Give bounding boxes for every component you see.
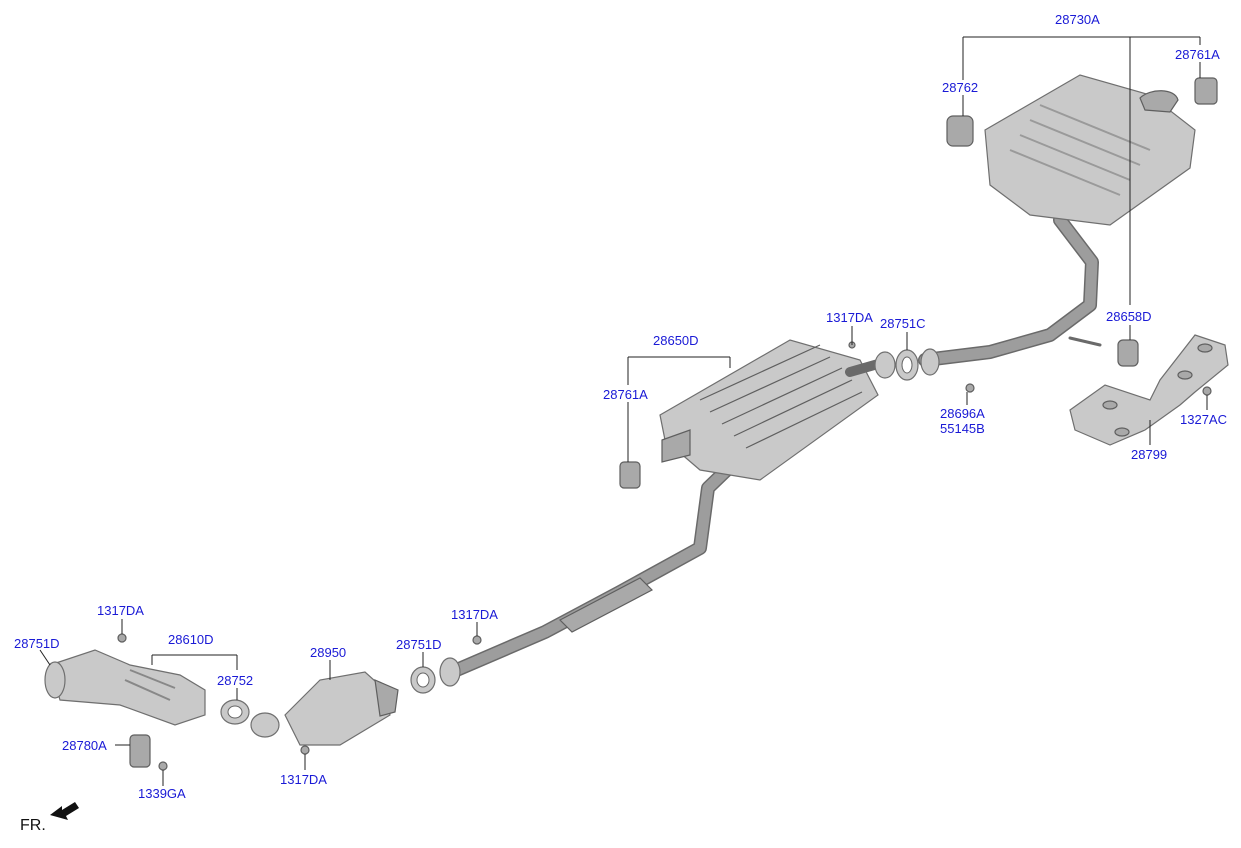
label-28650D[interactable]: 28650D [653,333,699,348]
part-labels: 28730A 28761A 28762 28658D 1317DA 28751C… [14,12,1227,801]
front-arrow-icon [50,802,79,820]
label-28658D[interactable]: 28658D [1106,309,1152,324]
label-28780A[interactable]: 28780A [62,738,107,753]
front-direction-indicator: FR. [20,802,79,834]
label-28751C[interactable]: 28751C [880,316,926,331]
label-28696A[interactable]: 28696A [940,406,985,421]
label-28761A-top[interactable]: 28761A [1175,47,1220,62]
label-55145B[interactable]: 55145B [940,421,985,436]
catalytic-converter [250,671,399,746]
label-28950[interactable]: 28950 [310,645,346,660]
label-28762[interactable]: 28762 [942,80,978,95]
front-converter [44,649,206,726]
label-28751D-left[interactable]: 28751D [14,636,60,651]
label-28799[interactable]: 28799 [1131,447,1167,462]
exhaust-pipe [445,213,1102,679]
label-1317DA-left[interactable]: 1317DA [97,603,144,618]
rear-muffler [984,74,1196,226]
label-1339GA[interactable]: 1339GA [138,786,186,801]
label-1317DA-mid[interactable]: 1317DA [826,310,873,325]
label-28751D-mid[interactable]: 28751D [396,637,442,652]
label-28752[interactable]: 28752 [217,673,253,688]
label-1317DA-bottom[interactable]: 1317DA [280,772,327,787]
label-1317DA-pipe[interactable]: 1317DA [451,607,498,622]
center-muffler [659,339,890,481]
leader-lines [39,36,1208,786]
label-28730A[interactable]: 28730A [1055,12,1100,27]
heat-protector [1069,334,1229,446]
label-28761A-mid[interactable]: 28761A [603,387,648,402]
label-1327AC[interactable]: 1327AC [1180,412,1227,427]
front-label: FR. [20,817,46,834]
label-28610D[interactable]: 28610D [168,632,214,647]
